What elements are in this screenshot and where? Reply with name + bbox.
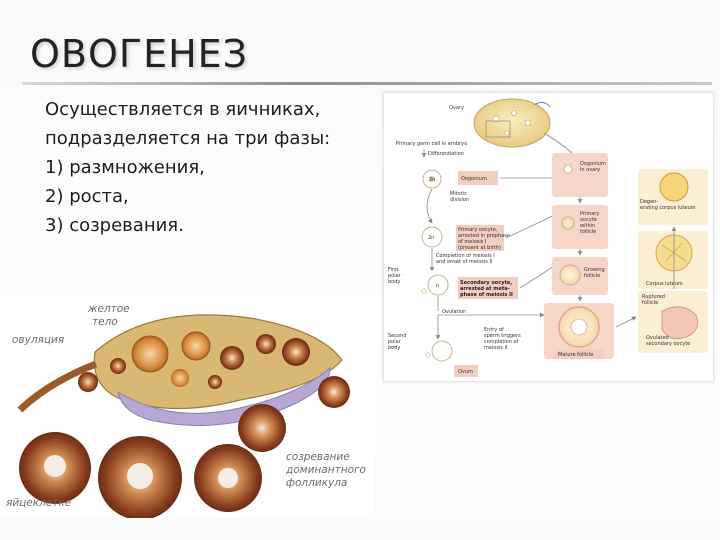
corpus-luteum-label: Corpus luteum: [646, 281, 683, 287]
oogenesis-diagram: Ovary Primary germ cell in embryo Differ…: [383, 92, 714, 382]
body-line: 1) размножения,: [45, 153, 375, 182]
oogenesis-diagram-svg: Ovary Primary germ cell in embryo Differ…: [384, 93, 715, 383]
maturation-label-1: созревание: [286, 451, 350, 463]
first-polar-label-3: body: [388, 279, 400, 285]
differentiation-label: Differentiation: [428, 151, 464, 157]
maturation-label-3: фолликула: [286, 477, 347, 489]
first-polar-body: [422, 289, 426, 293]
oogonium-label: Oogonium: [461, 176, 487, 182]
corpus-luteum-label-2: тело: [92, 316, 118, 328]
primary-germ-cell-label: Primary germ cell in embryo: [396, 141, 467, 147]
degenerating-corpus-drawing: [660, 173, 688, 201]
ovulation-label: Ovulation: [442, 309, 466, 315]
surrounding-follicle: [238, 404, 286, 452]
body-line: 3) созревания.: [45, 211, 375, 240]
slide-title: ОВОГЕНЕЗ: [30, 32, 248, 76]
second-polar-body: [426, 353, 430, 357]
primary-within-label-4: follicle: [580, 229, 596, 235]
ovary-drawing: [474, 99, 550, 147]
ovulation-label: овуляция: [12, 334, 64, 346]
corpus-luteum-label-1: желтое: [87, 303, 130, 315]
entry-label-4: meiosis II: [484, 345, 508, 351]
ruptured-follicle-drawing: [662, 307, 698, 339]
body-line: 2) роста,: [45, 182, 375, 211]
surrounding-follicle: [318, 376, 350, 408]
egg-cell-label: яйцеклетке: [6, 497, 71, 509]
oogonium-ovary-label-2: in ovary: [580, 167, 600, 173]
secondary-oocyte-label-3: phase of meiosis II: [460, 292, 513, 298]
ovum-label: Ovum: [458, 369, 473, 375]
ovulated-label-2: secondary oocyte: [646, 341, 690, 347]
follicle-stage-1: [552, 153, 608, 197]
ovum-cell: [432, 341, 452, 361]
surrounding-follicle: [282, 338, 310, 366]
completion-label-2: and onset of meiosis II: [436, 259, 492, 265]
degenerating-label-2: erating corpus luteum: [640, 205, 696, 211]
body-line: подразделяется на три фазы:: [45, 124, 375, 153]
follicle-cycle-illustration: желтое тело овуляция созревание доминант…: [0, 296, 374, 518]
ovary-label: Ovary: [449, 105, 464, 111]
second-polar-label-3: body: [388, 345, 400, 351]
follicle-cycle-svg: желтое тело овуляция созревание доминант…: [0, 296, 374, 518]
ploidy-n-label: n: [436, 283, 439, 289]
mitotic-label-2: division: [450, 197, 469, 203]
ploidy-2n-label: 2n: [429, 177, 435, 183]
maturation-label-2: доминантного: [285, 464, 366, 476]
corpus-luteum-follicle: [132, 336, 168, 372]
ovulated-oocyte: [78, 372, 98, 392]
ruptured-label-2: follicle: [642, 300, 658, 306]
mature-follicle-label: Mature follicle: [558, 352, 593, 358]
slide-body: Осуществляется в яичниках, подразделяетс…: [45, 95, 375, 240]
body-line: Осуществляется в яичниках,: [45, 95, 375, 124]
ploidy-2n-label-2: 2n: [428, 235, 434, 241]
growing-label-2: follicle: [584, 273, 600, 279]
title-divider: [22, 82, 712, 85]
primary-oocyte-label-4: (present at birth): [458, 245, 501, 251]
